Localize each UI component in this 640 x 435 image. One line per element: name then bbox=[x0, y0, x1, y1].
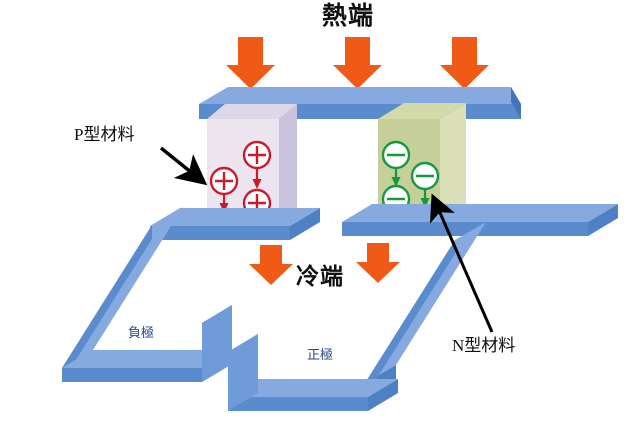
hole-carrier-icon bbox=[209, 166, 239, 213]
electron-carrier-icon bbox=[410, 161, 440, 208]
positive-electrode-conductor bbox=[228, 204, 618, 411]
p-type-pointer-arrow bbox=[159, 146, 208, 186]
n-type-material-label: N型材料 bbox=[452, 336, 516, 355]
hot-side-label: 熱端 bbox=[322, 3, 375, 30]
positive-electrode-label: 正極 bbox=[307, 347, 334, 362]
hole-carrier-icon bbox=[242, 140, 272, 189]
cold-side-label: 冷端 bbox=[296, 264, 344, 289]
hot-side-heat-arrows bbox=[226, 37, 489, 89]
heat-arrow-down-icon bbox=[356, 243, 400, 283]
electron-carrier-icon bbox=[381, 140, 411, 187]
heat-arrow-down-icon bbox=[226, 37, 275, 89]
heat-arrow-down-icon bbox=[333, 37, 382, 89]
p-type-material-label: P型材料 bbox=[74, 125, 135, 144]
negative-electrode-label: 負極 bbox=[128, 325, 155, 340]
cold-side-heat-arrows bbox=[249, 243, 400, 285]
negative-electrode-conductor bbox=[62, 207, 320, 382]
n-type-carriers bbox=[381, 140, 440, 231]
n-type-pointer-arrow bbox=[430, 193, 494, 333]
heat-arrow-down-icon bbox=[440, 37, 489, 89]
heat-arrow-down-icon bbox=[249, 245, 293, 285]
